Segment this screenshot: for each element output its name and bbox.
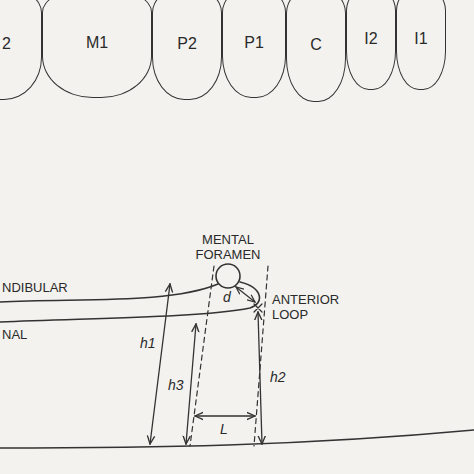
tooth-label: C [310, 36, 322, 54]
mandible-border [0, 430, 474, 448]
dashed-line [254, 266, 268, 446]
d-arrow [236, 287, 255, 302]
dimension-label: h1 [140, 336, 156, 351]
tooth-label: 2 [2, 35, 11, 53]
dimension-label: d [223, 290, 231, 305]
dimension-label: L [220, 422, 228, 437]
tooth-outline: C [286, 0, 346, 102]
dimension-label: h3 [168, 378, 184, 393]
h3-arrow [186, 324, 196, 444]
tooth-label: M1 [86, 34, 108, 52]
tooth-label: P1 [244, 34, 264, 52]
canal-label: NAL [2, 327, 27, 342]
dimension-label: h2 [270, 370, 286, 385]
h1-arrow [150, 284, 170, 444]
h2-arrow [258, 312, 262, 444]
structure-label: ANTERIOR LOOP [272, 292, 348, 322]
tooth-outline: P1 [222, 0, 286, 98]
loop-mark [254, 304, 262, 312]
tooth-label: I1 [414, 30, 427, 48]
tooth-label: I2 [364, 30, 377, 48]
l-arrow [195, 415, 255, 416]
tooth-outline: 2 [0, 0, 42, 100]
tooth-outline: I2 [346, 0, 396, 90]
tooth-outline: P2 [152, 0, 222, 100]
tooth-label: P2 [177, 35, 197, 53]
canal-label: NDIBULAR [2, 280, 68, 295]
tooth-outline: I1 [396, 0, 446, 90]
mental-foramen [216, 264, 240, 288]
tooth-outline: M1 [42, 0, 152, 98]
structure-label: MENTAL FORAMEN [188, 232, 268, 262]
